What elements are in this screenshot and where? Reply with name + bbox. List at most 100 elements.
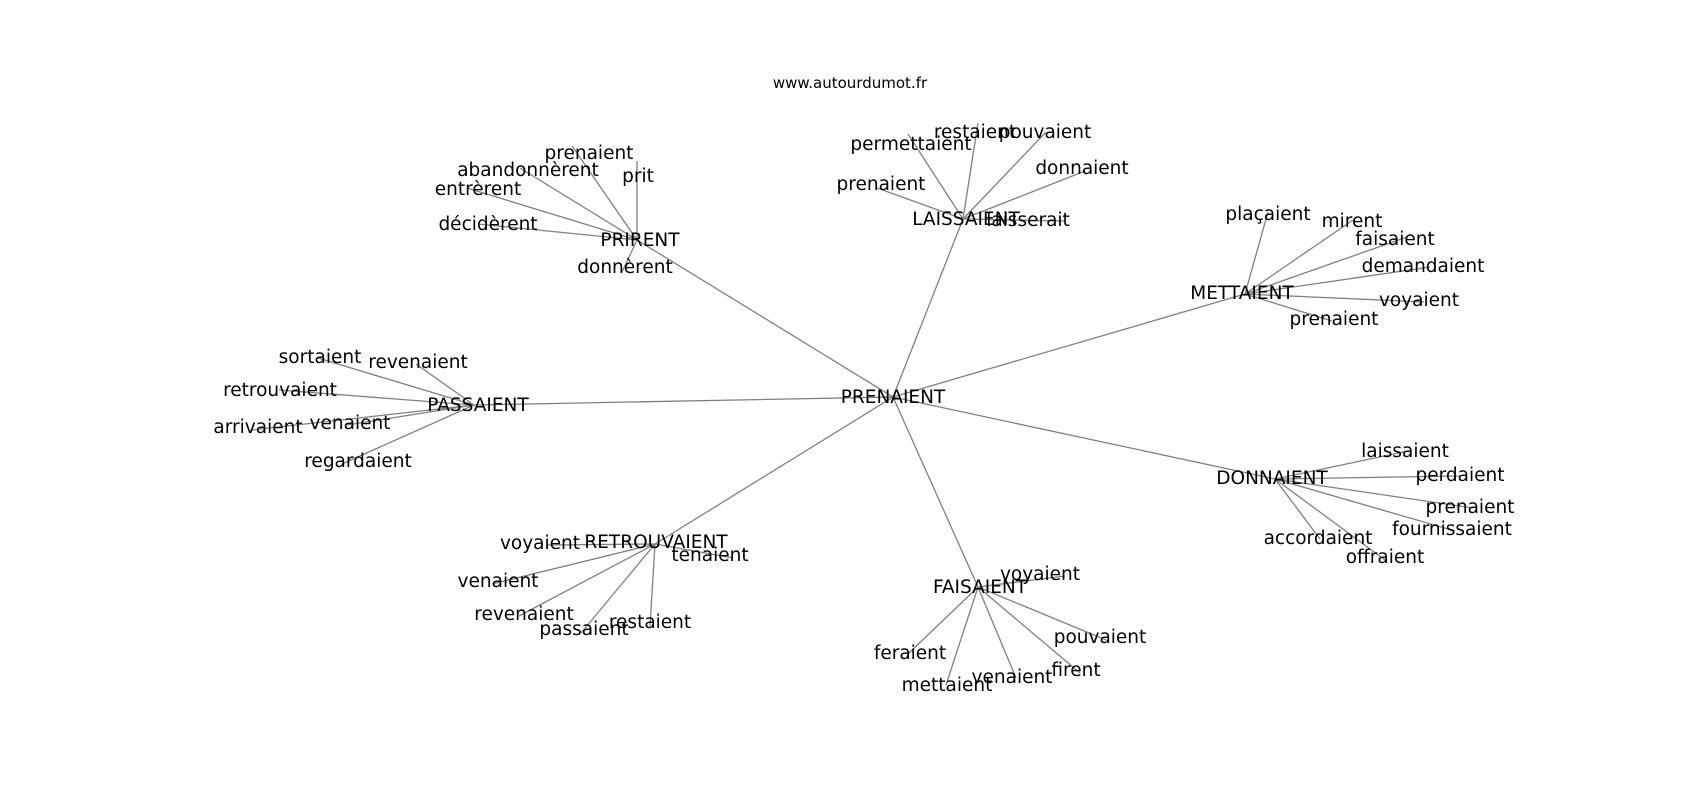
- edge-faisaient-3: [977, 586, 1081, 674]
- hub-node-label: RETROUVAIENT: [584, 532, 728, 553]
- leaf-node-label: regardaient: [304, 451, 412, 472]
- leaf-node-label: venaient: [972, 667, 1053, 688]
- leaf-node-label: restaient: [934, 122, 1016, 143]
- leaf-node-label: prit: [622, 166, 654, 187]
- leaf-node-label: passaient: [539, 619, 628, 640]
- edge-retrouvaient-1: [654, 543, 734, 559]
- edge-donnaient-1: [1274, 475, 1461, 480]
- edge-passaient-2: [278, 389, 475, 406]
- leaf-node-label: décidèrent: [438, 214, 537, 235]
- edge-root-retrouvaient: [654, 396, 894, 545]
- leaf-node-label: voyaient: [1379, 290, 1459, 311]
- leaf-node-label: restaient: [609, 612, 691, 633]
- edge-faisaient-4: [977, 586, 1017, 679]
- leaf-node-label: demandaient: [1362, 256, 1485, 277]
- edge-retrouvaient-4: [580, 543, 656, 634]
- leaf-node-label: donnèrent: [577, 257, 672, 278]
- root-node-label: PRENAIENT: [841, 387, 946, 408]
- edge-laissaient-4: [876, 187, 964, 220]
- hub-node-label: PRIRENT: [600, 230, 680, 251]
- edge-donnaient-3: [1274, 478, 1456, 532]
- leaf-node-label: prenaient: [1426, 497, 1515, 518]
- edge-prirent-4: [477, 223, 638, 241]
- leaf-node-label: laisserait: [986, 210, 1070, 231]
- hub-node-label: DONNAIENT: [1216, 468, 1328, 489]
- edge-mettaient-0: [1244, 211, 1269, 295]
- edge-mettaient-3: [1244, 266, 1431, 295]
- edge-laissaient-3: [962, 170, 1086, 220]
- edge-prirent-0: [571, 145, 638, 241]
- edge-mettaient-2: [1244, 236, 1408, 295]
- edge-prirent-3: [466, 187, 638, 241]
- leaf-node-label: donnaient: [1035, 158, 1128, 179]
- leaf-node-label: voyaient: [1000, 564, 1080, 585]
- leaf-node-label: prenaient: [837, 174, 926, 195]
- edge-faisaient-2: [907, 586, 979, 655]
- leaf-node-label: revenaient: [474, 604, 573, 625]
- leaf-node-label: pouvaient: [999, 122, 1092, 143]
- hub-node-label: METTAIENT: [1190, 283, 1294, 304]
- edge-retrouvaient-3: [518, 543, 656, 617]
- edge-mettaient-4: [1244, 293, 1425, 303]
- leaf-node-label: mettaient: [902, 675, 993, 696]
- edge-laissaient-1: [907, 133, 964, 220]
- edge-donnaient-0: [1274, 450, 1409, 480]
- leaf-node-label: firent: [1051, 660, 1100, 681]
- leaf-node-label: faisaient: [1355, 229, 1434, 250]
- edge-laissaient-0: [962, 122, 979, 220]
- edge-passaient-5: [341, 404, 475, 465]
- edge-faisaient-0: [977, 575, 1066, 588]
- edge-root-laissaient: [892, 218, 964, 398]
- leaf-node-label: revenaient: [368, 352, 467, 373]
- edge-laissaient-5: [962, 218, 1065, 222]
- leaf-node-label: plaçaient: [1225, 204, 1310, 225]
- edge-root-prirent: [636, 239, 894, 398]
- hub-node-label: LAISSAIENT: [912, 209, 1020, 230]
- edge-donnaient-2: [1274, 478, 1474, 509]
- edge-retrouvaient-2: [491, 543, 656, 585]
- edge-root-faisaient: [892, 396, 979, 588]
- leaf-node-label: venaient: [458, 571, 539, 592]
- leaf-node-label: abandonnèrent: [457, 160, 599, 181]
- leaf-node-label: venaient: [310, 413, 391, 434]
- edge-prirent-5: [621, 239, 638, 273]
- leaf-node-label: prenaient: [1290, 309, 1379, 330]
- leaf-node-label: offraient: [1346, 547, 1425, 568]
- leaf-node-label: prenaient: [545, 143, 634, 164]
- leaf-node-label: tenaient: [671, 545, 748, 566]
- edge-donnaient-5: [1274, 478, 1386, 561]
- edge-retrouvaient-0: [545, 543, 656, 546]
- leaf-node-label: mirent: [1322, 211, 1383, 232]
- edge-passaient-4: [251, 404, 475, 431]
- leaf-node-label: retrouvaient: [223, 380, 337, 401]
- edge-root-mettaient: [892, 293, 1246, 398]
- edge-root-passaient: [473, 396, 894, 406]
- watermark: www.autourdumot.fr: [772, 74, 928, 92]
- leaf-node-label: laissaient: [1361, 441, 1449, 462]
- leaf-node-label: feraient: [874, 643, 946, 664]
- edge-donnaient-4: [1274, 478, 1321, 540]
- edge-faisaient-1: [977, 586, 1107, 641]
- leaf-node-label: entrèrent: [435, 179, 522, 200]
- leaf-node-label: sortaient: [279, 347, 362, 368]
- leaf-node-label: arrivaient: [213, 417, 302, 438]
- leaf-node-label: fournissaient: [1392, 519, 1512, 540]
- edge-mettaient-5: [1244, 293, 1333, 322]
- edge-prirent-2: [519, 167, 638, 241]
- leaf-node-label: accordaient: [1264, 528, 1373, 549]
- leaf-node-label: pouvaient: [1054, 627, 1147, 648]
- leaf-node-label: permettaient: [850, 134, 971, 155]
- hub-node-label: FAISAIENT: [933, 577, 1028, 598]
- edge-faisaient-5: [945, 586, 979, 686]
- leaf-node-label: perdaient: [1416, 465, 1505, 486]
- edge-passaient-0: [317, 357, 475, 406]
- edge-passaient-3: [346, 404, 475, 426]
- edge-retrouvaient-5: [649, 543, 656, 627]
- edge-root-donnaient: [892, 396, 1276, 480]
- graph-edges: [251, 122, 1474, 686]
- edge-passaient-1: [415, 363, 475, 406]
- edge-mettaient-1: [1244, 219, 1354, 295]
- edge-laissaient-2: [962, 131, 1047, 220]
- leaf-node-label: voyaient: [500, 533, 580, 554]
